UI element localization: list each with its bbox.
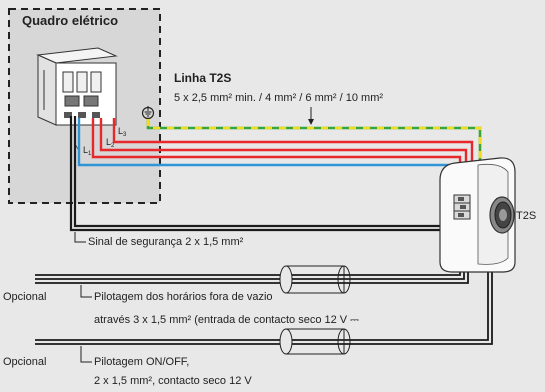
wire-earth-green <box>146 119 482 168</box>
cable-sleeve-2 <box>279 328 351 355</box>
terminal-l1-label: L1 <box>83 145 92 157</box>
earth-icon <box>141 106 155 120</box>
wire-l3 <box>112 118 474 170</box>
option2-wire-2 <box>35 262 493 345</box>
option1-leader <box>80 285 92 298</box>
option1-line2: através 3 x 1,5 mm² (entrada de contacto… <box>94 314 359 326</box>
arrow-down-icon <box>308 107 314 125</box>
safety-signal-wire-2 <box>73 116 463 228</box>
option1-line1: Pilotagem dos horários fora de vazio <box>94 291 273 303</box>
device-label: T2S <box>516 210 536 222</box>
safety-signal-wire-1 <box>69 116 463 232</box>
terminal-l3-label: L3 <box>118 126 127 138</box>
option1-wire-1 <box>35 262 461 276</box>
option1-tag: Opcional <box>3 291 46 303</box>
option2-line2: 2 x 1,5 mm², contacto seco 12 V <box>94 375 252 387</box>
option2-line1: Pilotagem ON/OFF, <box>94 356 189 368</box>
terminal-n-label: N <box>74 143 81 153</box>
terminal-l2-label: L2 <box>106 137 115 149</box>
breaker-module <box>36 47 118 126</box>
panel-title: Quadro elétrico <box>22 13 118 28</box>
wire-earth-yellow <box>146 119 482 168</box>
option1-wire-2 <box>35 262 465 280</box>
option2-tag: Opcional <box>3 356 46 368</box>
safety-signal-label: Sinal de segurança 2 x 1,5 mm² <box>88 236 244 248</box>
line-spec: 5 x 2,5 mm² min. / 4 mm² / 6 mm² / 10 mm… <box>174 92 383 104</box>
safety-leader <box>74 232 86 243</box>
t2s-device <box>439 157 516 273</box>
cable-sleeve-1 <box>279 265 351 294</box>
option2-wire-1 <box>35 262 489 341</box>
option2-leader <box>80 346 92 363</box>
wire-l2 <box>99 118 468 172</box>
line-title: Linha T2S <box>174 71 231 85</box>
